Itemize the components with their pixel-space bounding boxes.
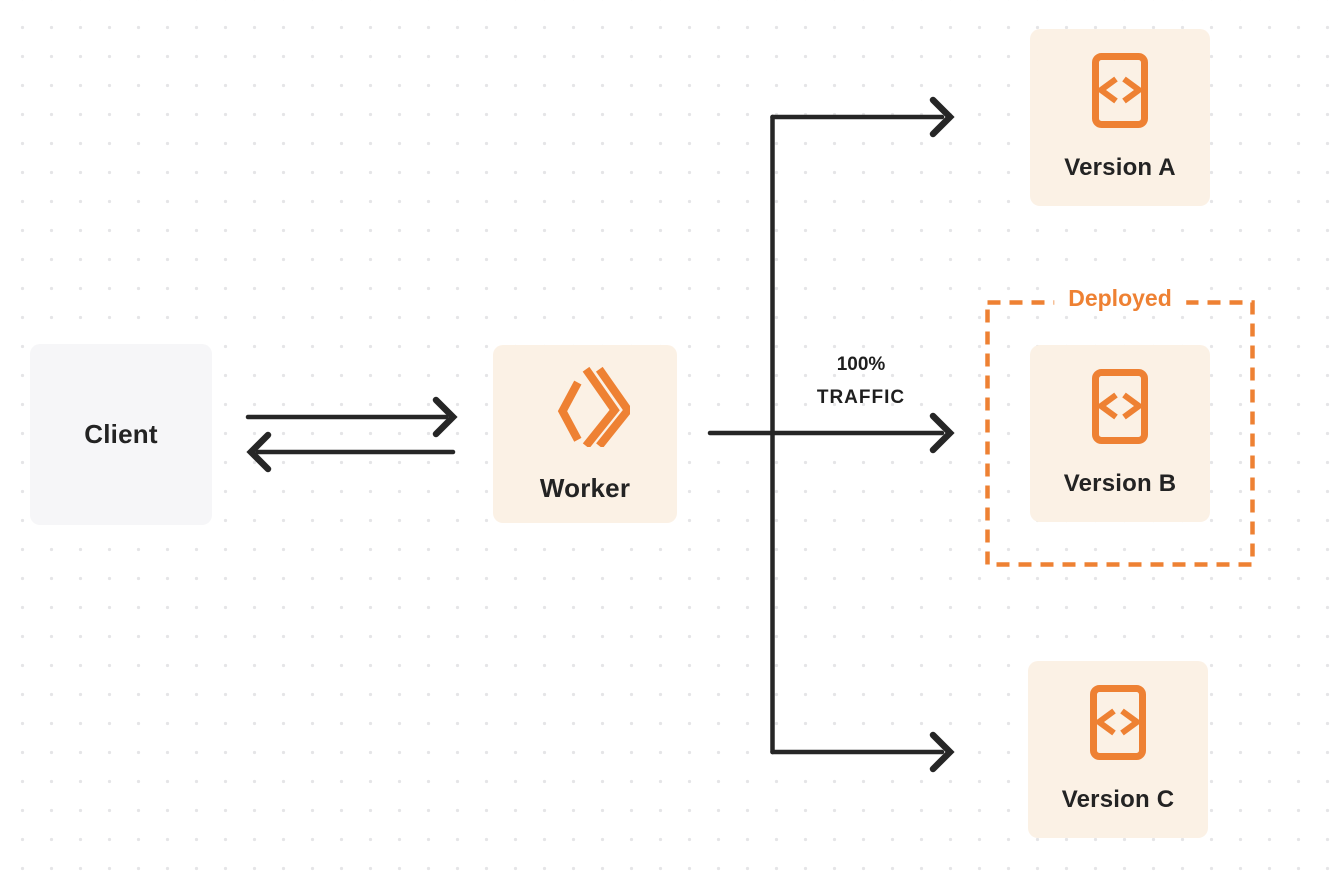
client-node: Client: [30, 344, 212, 525]
deployed-label: Deployed: [1054, 285, 1186, 313]
traffic-percent: 100%: [836, 354, 886, 375]
worker-branch-trunk: [707, 114, 775, 755]
worker-to-client-arrow: [246, 431, 456, 473]
client-to-worker-arrow: [245, 396, 458, 438]
code-icon: [1092, 53, 1148, 128]
worker-node: Worker: [493, 345, 677, 523]
branch-arrow-version-c: [770, 731, 955, 773]
code-icon: [1090, 685, 1146, 760]
version-c-label: Version C: [1061, 786, 1175, 813]
worker-icon: [557, 366, 630, 447]
branch-arrow-version-b: [770, 412, 955, 454]
version-c-node: Version C: [1028, 661, 1208, 838]
version-b-label: Version B: [1063, 470, 1177, 497]
version-a-label: Version A: [1064, 154, 1176, 181]
code-icon: [1092, 369, 1148, 444]
client-label: Client: [84, 419, 158, 449]
deployed-container: Deployed: [985, 285, 1255, 567]
version-a-node: Version A: [1030, 29, 1210, 206]
traffic-word: TRAFFIC: [816, 387, 906, 408]
worker-label: Worker: [539, 473, 631, 503]
version-b-node: Version B: [1030, 345, 1210, 522]
branch-arrow-version-a: [770, 96, 955, 138]
traffic-label: 100% TRAFFIC: [791, 348, 931, 414]
